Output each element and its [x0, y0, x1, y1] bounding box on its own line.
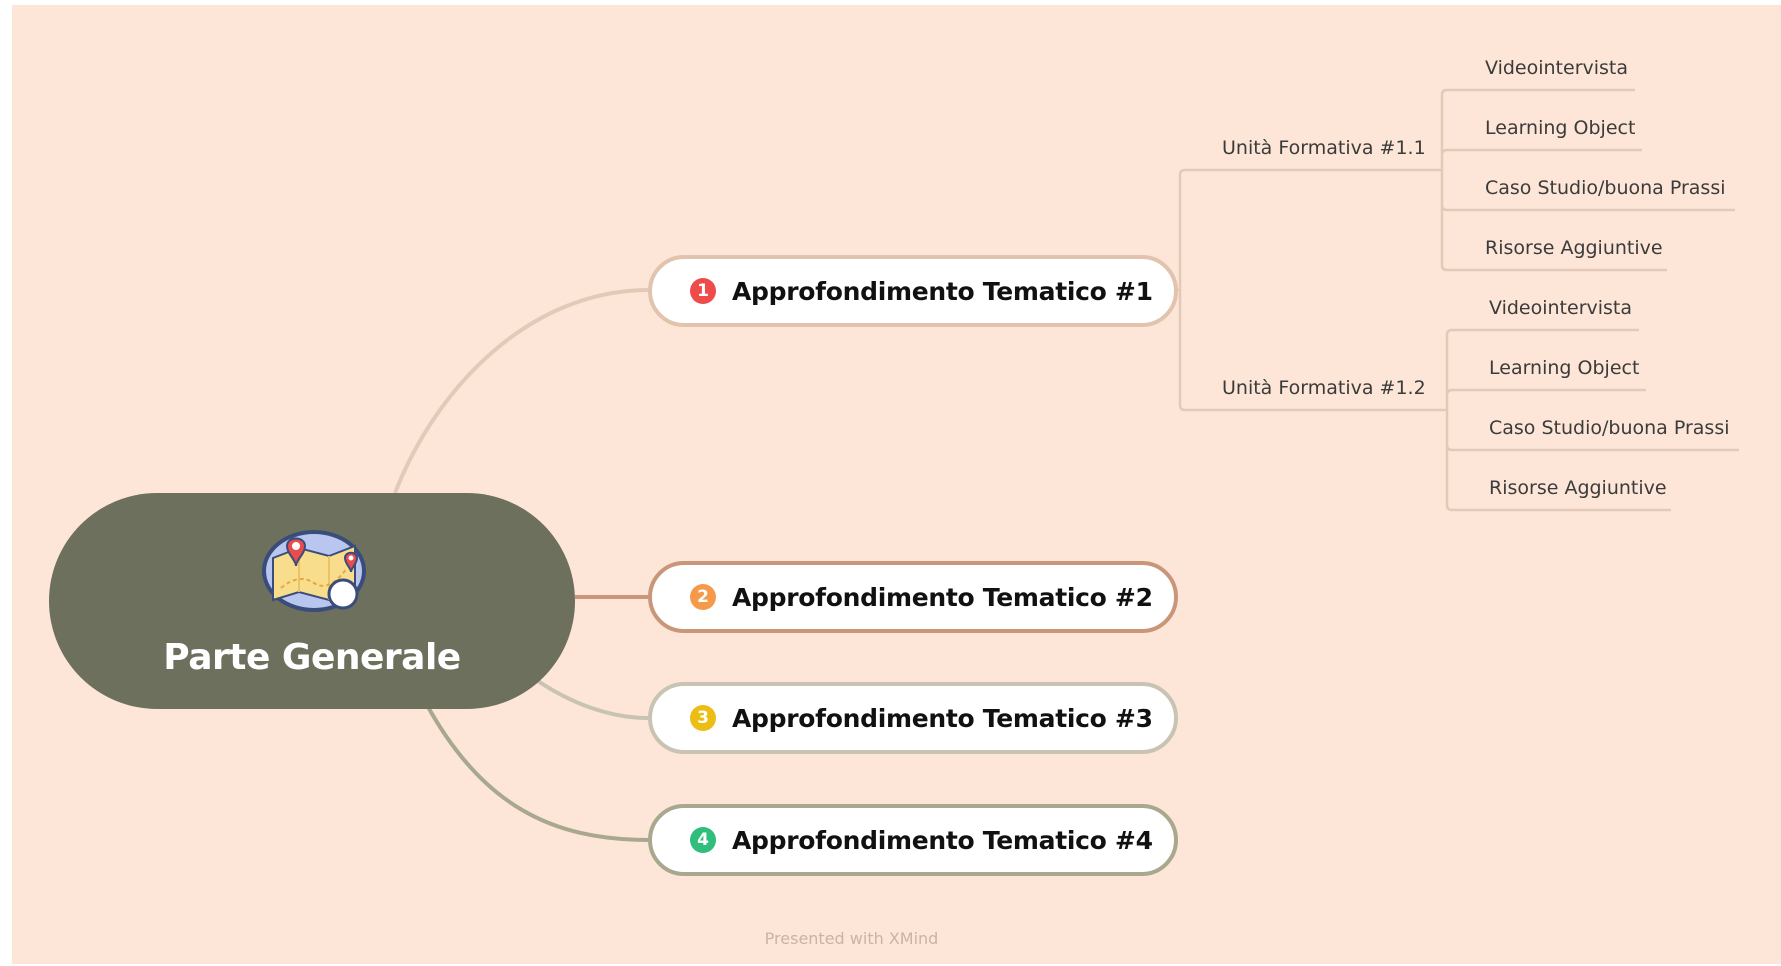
leaf-learning-object-2[interactable]: Learning Object [1489, 357, 1640, 379]
map-icon [262, 530, 366, 612]
main-topic-1-label: Approfondimento Tematico #1 [732, 276, 1153, 306]
main-topic-1[interactable]: 1 Approfondimento Tematico #1 [648, 255, 1178, 327]
branch-line-3 [530, 675, 649, 720]
leaf-connector-2 [1445, 328, 1739, 512]
leaf-risorse-aggiuntive-1[interactable]: Risorse Aggiuntive [1485, 237, 1663, 259]
main-topic-3[interactable]: 3 Approfondimento Tematico #3 [648, 682, 1178, 754]
mind-map-canvas: Parte Generale 1 Approfondimento Tematic… [12, 5, 1781, 964]
main-topic-4-label: Approfondimento Tematico #4 [732, 825, 1153, 855]
main-topic-3-label: Approfondimento Tematico #3 [732, 703, 1153, 733]
leaf-risorse-aggiuntive-2[interactable]: Risorse Aggiuntive [1489, 477, 1667, 499]
footer-credit: Presented with XMind [764, 929, 939, 948]
number-badge-1: 1 [690, 278, 716, 304]
subtopic-connector [1178, 168, 1447, 412]
branch-line-1 [393, 288, 649, 494]
connector-lines [393, 88, 1739, 842]
leaf-caso-studio-1[interactable]: Caso Studio/buona Prassi [1485, 177, 1726, 199]
leaf-learning-object-1[interactable]: Learning Object [1485, 117, 1636, 139]
main-topic-4[interactable]: 4 Approfondimento Tematico #4 [648, 804, 1178, 876]
number-badge-3: 3 [690, 705, 716, 731]
central-topic-title: Parte Generale [163, 637, 461, 678]
number-badge-4: 4 [690, 827, 716, 853]
leaf-connector-1 [1440, 88, 1735, 272]
leaf-videointervista-1[interactable]: Videointervista [1485, 57, 1629, 79]
branch-line-4 [425, 704, 649, 842]
central-topic[interactable]: Parte Generale [49, 493, 575, 709]
number-badge-2: 2 [690, 584, 716, 610]
main-topic-2-label: Approfondimento Tematico #2 [732, 582, 1153, 612]
subtopic-1-2[interactable]: Unità Formativa #1.2 [1222, 377, 1426, 399]
subtopic-1-1[interactable]: Unità Formativa #1.1 [1222, 137, 1426, 159]
main-topic-2[interactable]: 2 Approfondimento Tematico #2 [648, 561, 1178, 633]
leaf-videointervista-2[interactable]: Videointervista [1489, 297, 1633, 319]
leaf-caso-studio-2[interactable]: Caso Studio/buona Prassi [1489, 417, 1730, 439]
